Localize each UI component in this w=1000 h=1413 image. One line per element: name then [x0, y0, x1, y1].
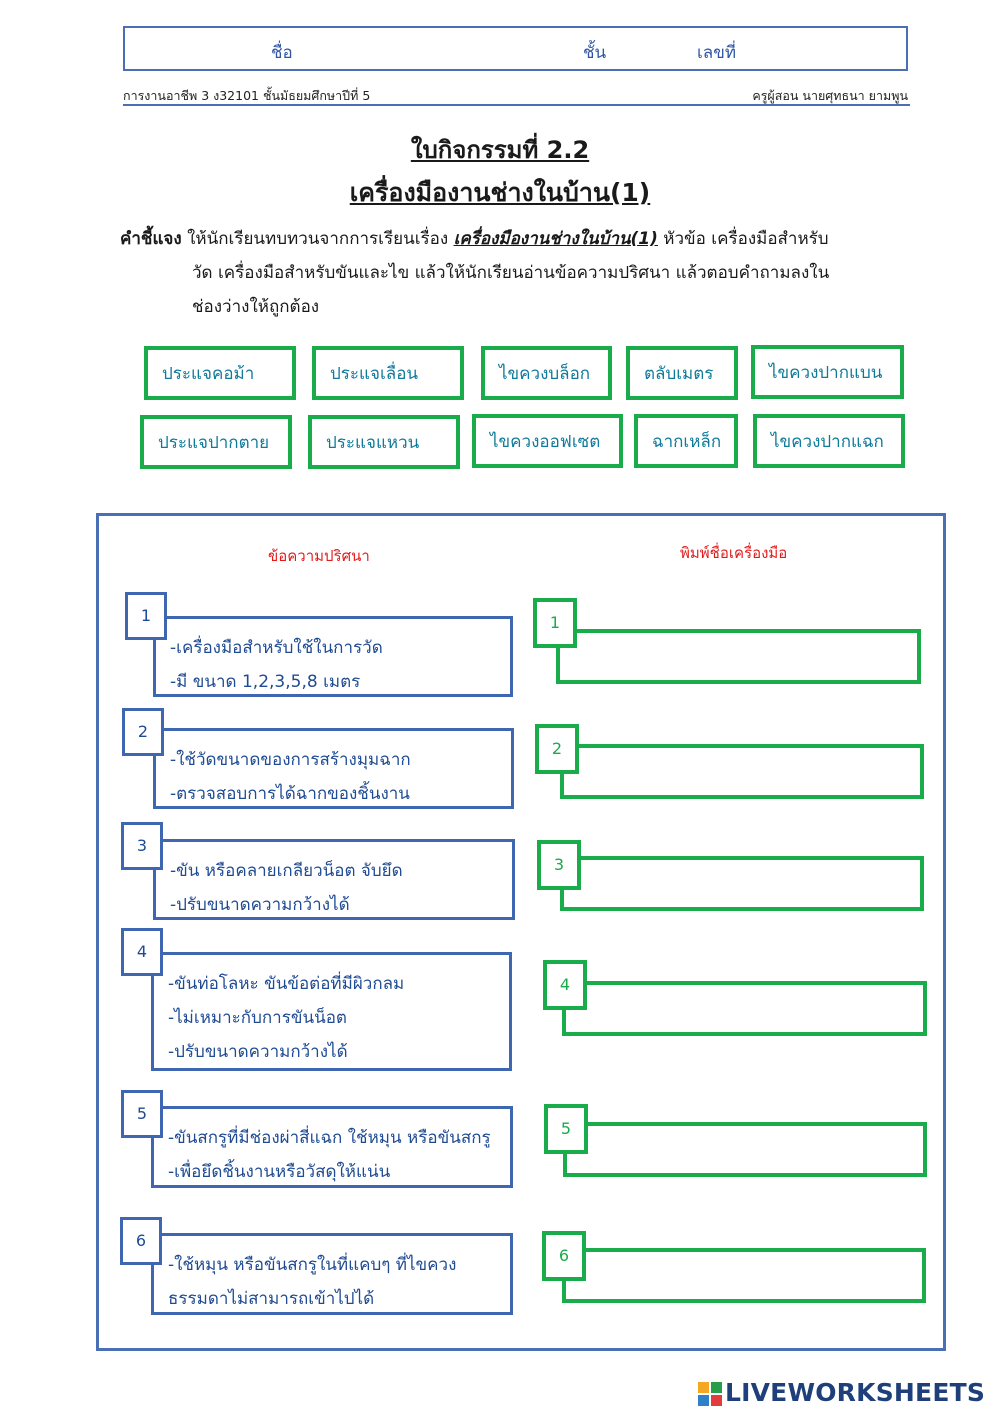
grade-label: ชั้น: [583, 43, 607, 63]
header-divider: [123, 104, 910, 106]
riddle-column-header: ข้อความปริศนา: [268, 547, 370, 565]
riddle-line: -ปรับขนาดความกว้างได้: [170, 895, 350, 915]
number-label: เลขที่: [697, 43, 737, 63]
word-bank-item: ไขควงปากแบน: [751, 345, 904, 399]
instructions: คำชี้แจง ให้นักเรียนทบทวนจากการเรียนเรื่…: [120, 222, 890, 324]
riddle-line: ธรรมดาไม่สามารถเข้าไปได้: [168, 1289, 375, 1309]
teacher-info: ครูผู้สอน นายศุทธนา ยามพูน: [752, 88, 908, 103]
word-bank-item: ไขควงบล็อก: [481, 346, 612, 400]
word-bank-item: ประแจคอม้า: [144, 346, 296, 400]
answer-number: 1: [533, 598, 577, 648]
riddle-number: 4: [121, 928, 163, 976]
student-info-box: ชื่อ ชั้น เลขที่: [123, 26, 908, 71]
word-bank-item: ฉากเหล็ก: [634, 414, 738, 468]
answer-field[interactable]: [560, 856, 924, 911]
riddle-line: -ไม่เหมาะกับการขันน็อต: [168, 1008, 347, 1028]
word-bank-item: ไขควงออฟเซต: [472, 414, 623, 468]
riddle-box: -ใช้วัดขนาดของการสร้างมุมฉาก -ตรวจสอบการ…: [153, 728, 514, 809]
riddle-box: -ขัน หรือคลายเกลียวน็อต จับยึด -ปรับขนาด…: [153, 839, 515, 920]
word-bank-item: ไขควงปากแฉก: [753, 414, 905, 468]
riddle-box: -ขันท่อโลหะ ขันข้อต่อที่มีผิวกลม -ไม่เหม…: [151, 952, 512, 1071]
liveworksheets-logo-icon: [698, 1382, 722, 1406]
instructions-label: คำชี้แจง: [120, 229, 182, 249]
riddle-box: -ใช้หมุน หรือขันสกรูในที่แคบๆ ที่ไขควง ธ…: [151, 1233, 513, 1315]
answer-number: 6: [542, 1231, 586, 1281]
riddle-line: -ขัน หรือคลายเกลียวน็อต จับยึด: [170, 861, 403, 881]
word-bank-item: ประแจปากตาย: [140, 415, 292, 469]
riddle-box: -เครื่องมือสำหรับใช้ในการวัด -มี ขนาด 1,…: [153, 616, 513, 697]
answer-field[interactable]: [556, 629, 921, 684]
exercise-frame: [96, 513, 946, 1351]
riddle-line: -ขันสกรูที่มีช่องผ่าสี่แฉก ใช้หมุน หรือข…: [168, 1128, 491, 1148]
answer-field[interactable]: [562, 981, 927, 1036]
riddle-line: -เพื่อยึดชิ้นงานหรือวัสดุให้แน่น: [168, 1162, 391, 1182]
name-label: ชื่อ: [271, 43, 293, 63]
riddle-line: -มี ขนาด 1,2,3,5,8 เมตร: [170, 672, 361, 692]
instructions-line-2: วัด เครื่องมือสำหรับขันและไข แล้วให้นักเ…: [192, 263, 830, 283]
riddle-number: 1: [125, 592, 167, 640]
word-bank-item: ประแจเลื่อน: [312, 346, 464, 400]
instructions-topic: เครื่องมืองานช่างในบ้าน(1): [453, 229, 658, 249]
answer-number: 3: [537, 840, 581, 890]
riddle-line: -เครื่องมือสำหรับใช้ในการวัด: [170, 638, 383, 658]
word-bank-item: ประแจแหวน: [308, 415, 460, 469]
riddle-number: 3: [121, 822, 163, 870]
liveworksheets-wordmark: LIVEWORKSHEETS: [725, 1378, 986, 1407]
answer-column-header: พิมพ์ชื่อเครื่องมือ: [680, 544, 788, 562]
riddle-line: -ใช้หมุน หรือขันสกรูในที่แคบๆ ที่ไขควง: [168, 1255, 457, 1275]
riddle-number: 6: [120, 1217, 162, 1265]
answer-field[interactable]: [560, 744, 924, 799]
answer-number: 4: [543, 960, 587, 1010]
answer-number: 5: [544, 1104, 588, 1154]
riddle-line: -ใช้วัดขนาดของการสร้างมุมฉาก: [170, 750, 411, 770]
activity-title: ใบกิจกรรมที่ 2.2: [410, 136, 590, 164]
word-bank-item: ตลับเมตร: [626, 346, 738, 400]
answer-number: 2: [535, 724, 579, 774]
liveworksheets-logo: LIVEWORKSHEETS: [698, 1378, 994, 1408]
answer-field[interactable]: [562, 1248, 926, 1303]
course-info: การงานอาชีพ 3 ง32101 ชั้นมัธยมศึกษาปีที่…: [123, 88, 371, 103]
riddle-number: 2: [122, 708, 164, 756]
answer-field[interactable]: [563, 1122, 927, 1177]
instructions-text-2: หัวข้อ เครื่องมือสำหรับ: [657, 229, 829, 249]
riddle-line: -ตรวจสอบการได้ฉากของชิ้นงาน: [170, 784, 410, 804]
riddle-number: 5: [121, 1090, 163, 1138]
instructions-text-1: ให้นักเรียนทบทวนจากการเรียนเรื่อง: [181, 229, 454, 249]
riddle-box: -ขันสกรูที่มีช่องผ่าสี่แฉก ใช้หมุน หรือข…: [151, 1106, 513, 1188]
instructions-line-3: ช่องว่างให้ถูกต้อง: [192, 297, 320, 317]
topic-title: เครื่องมืองานช่างในบ้าน(1): [349, 178, 651, 207]
riddle-line: -ขันท่อโลหะ ขันข้อต่อที่มีผิวกลม: [168, 974, 405, 994]
riddle-line: -ปรับขนาดความกว้างได้: [168, 1042, 348, 1062]
